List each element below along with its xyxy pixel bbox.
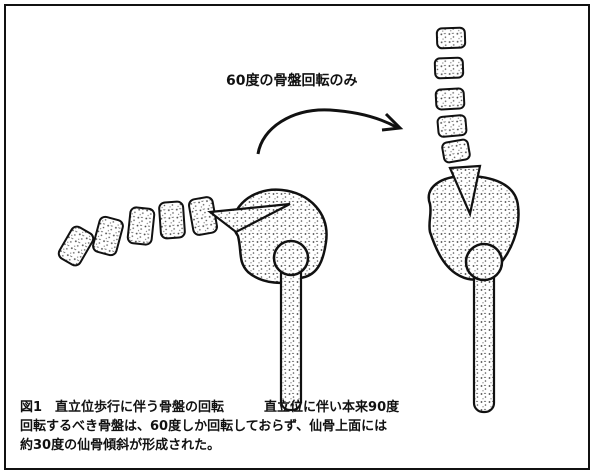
figure-caption: 図1 直立位歩行に伴う骨盤の回転 直立位に伴い本来90度 回転するべき骨盤は、60… (20, 398, 576, 455)
caption-title: 図1 直立位歩行に伴う骨盤の回転 (20, 400, 225, 415)
upright-pelvis (427, 164, 520, 414)
upright-spine (433, 26, 471, 164)
rotation-label: 60度の骨盤回転のみ (226, 73, 358, 89)
caption-line-1: 図1 直立位歩行に伴う骨盤の回転 直立位に伴い本来90度 (20, 398, 576, 417)
caption-line-3: 約30度の仙骨傾斜が形成された。 (20, 438, 221, 453)
quadruped-pelvis (207, 188, 328, 412)
quadruped-spine (57, 196, 218, 267)
caption-line-2: 回転するべき骨盤は、60度しか回転しておらず、仙骨上面には (20, 419, 388, 434)
rotation-arrow (256, 108, 404, 155)
caption-line-1-rest: 直立位に伴い本来90度 (264, 400, 400, 415)
